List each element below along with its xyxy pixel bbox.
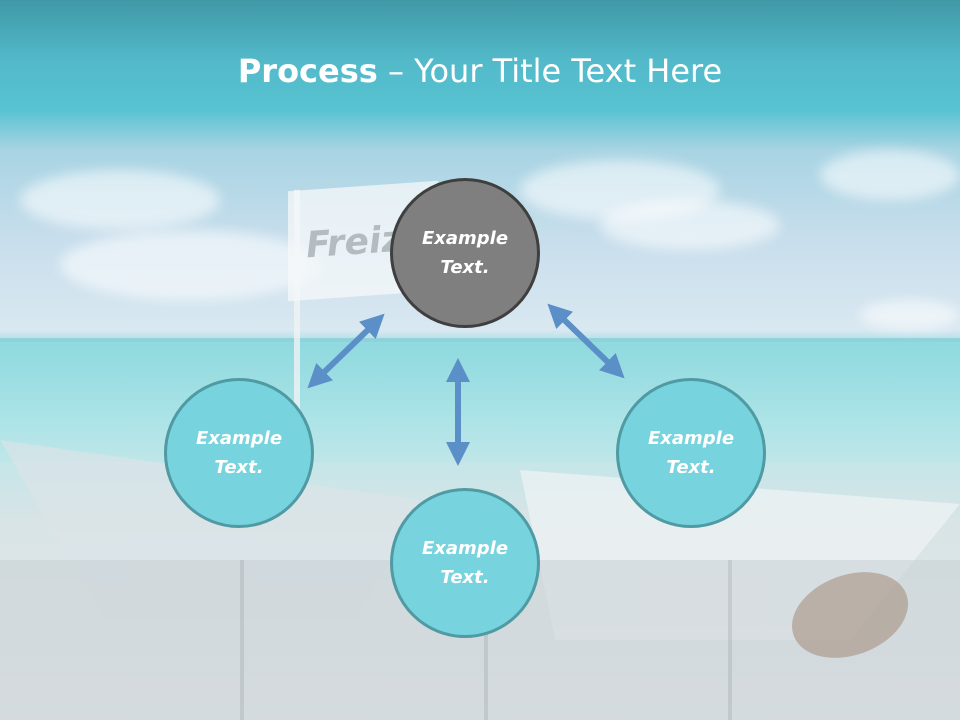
title-bold: Process bbox=[237, 52, 378, 90]
cloud bbox=[20, 170, 220, 230]
title-rest: – Your Title Text Here bbox=[377, 52, 723, 90]
arrow-top-right bbox=[547, 303, 625, 379]
cloud bbox=[60, 230, 320, 300]
slide-title[interactable]: Process – Your Title Text Here bbox=[0, 52, 960, 90]
node-top[interactable]: Example Text. bbox=[390, 178, 540, 328]
flag-pole bbox=[294, 190, 300, 430]
node-bottom[interactable]: Example Text. bbox=[390, 488, 540, 638]
node-right[interactable]: Example Text. bbox=[616, 378, 766, 528]
node-left[interactable]: Example Text. bbox=[164, 378, 314, 528]
cloud bbox=[820, 150, 960, 200]
horizon bbox=[0, 338, 960, 342]
cloud bbox=[860, 300, 960, 330]
arrow-top-left bbox=[307, 313, 385, 389]
cloud bbox=[600, 200, 780, 250]
sea bbox=[0, 342, 960, 462]
